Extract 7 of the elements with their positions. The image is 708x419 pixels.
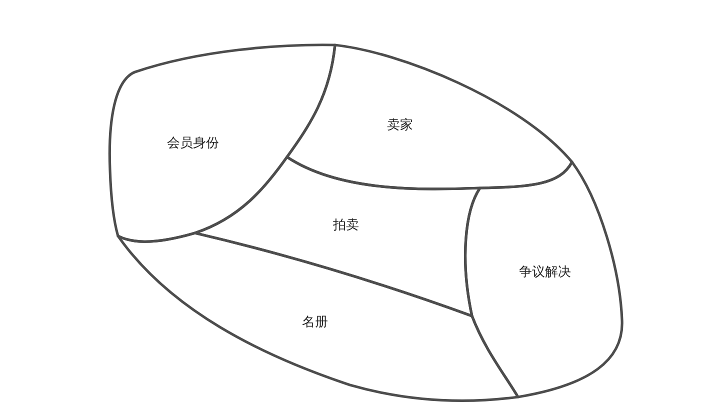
- map-region: [116, 231, 520, 403]
- map-region: [463, 160, 624, 399]
- region-label: 争议解决: [519, 265, 571, 281]
- region-label: 拍卖: [333, 218, 359, 234]
- region-label: 会员身份: [167, 136, 219, 152]
- region-label: 名册: [302, 315, 328, 331]
- region-label: 卖家: [387, 118, 413, 134]
